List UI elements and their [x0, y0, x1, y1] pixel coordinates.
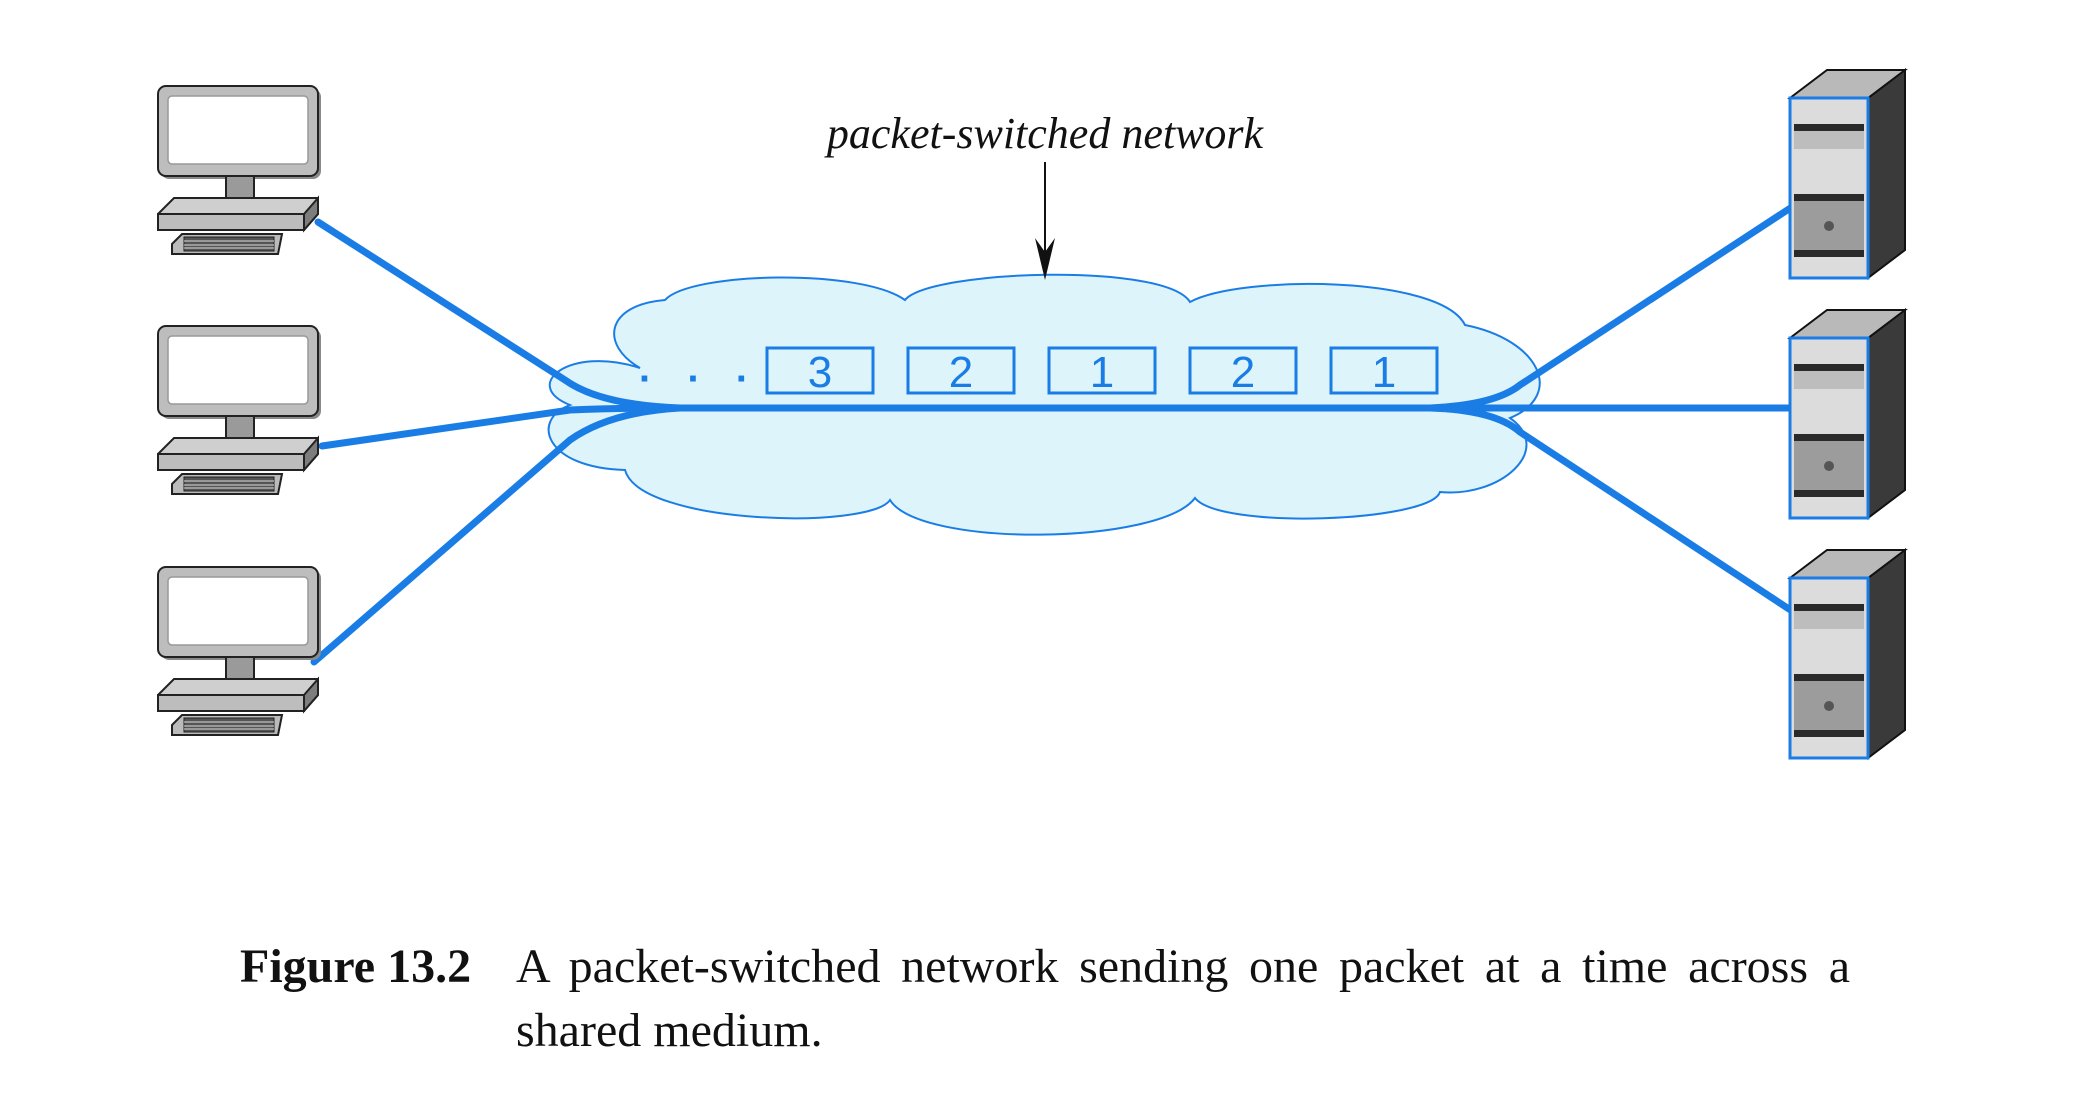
- label-arrow: [1035, 162, 1055, 280]
- computer-icon: [157, 566, 322, 736]
- packet-box: [906, 346, 1016, 395]
- link-server-3: [1426, 404, 1799, 617]
- links: [310, 201, 1799, 666]
- packet-ellipsis: · · ·: [639, 357, 761, 401]
- caption-label: Figure 13.2: [240, 940, 472, 993]
- packets: 3 2 1 2 1 · · ·: [639, 346, 1439, 401]
- caption-text: A packet-switched network sending one pa…: [516, 940, 1850, 1057]
- network-label: packet-switched network: [824, 109, 1265, 158]
- packet-label: 3: [808, 348, 832, 397]
- packet-box: [1329, 346, 1439, 395]
- packet-box: [765, 346, 875, 395]
- packet-label: 1: [1372, 348, 1396, 397]
- packet-box: [1188, 346, 1298, 395]
- computer-icon: [157, 325, 322, 495]
- server-icon: [1788, 68, 1907, 280]
- computer-icon: [157, 85, 322, 255]
- server-icon: [1788, 548, 1907, 760]
- packet-box: [1047, 346, 1157, 395]
- packet-label: 1: [1090, 348, 1114, 397]
- link-computer-3: [310, 404, 684, 666]
- server-icon: [1788, 308, 1907, 520]
- packet-label: 2: [949, 348, 973, 397]
- packet-label: 2: [1231, 348, 1255, 397]
